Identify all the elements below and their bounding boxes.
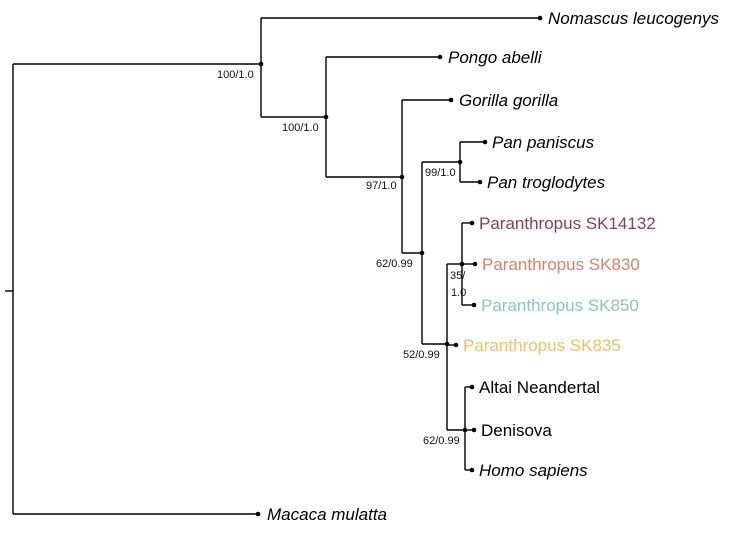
- taxon-label-sk830: Paranthropus SK830: [482, 255, 640, 274]
- tip-dot-pongo: [437, 54, 443, 60]
- support-african-apes: 97/1.0: [366, 180, 397, 192]
- node-dot-paranthropus-inner: [459, 261, 465, 267]
- taxon-label-nomascus: Nomascus leucogenys: [548, 9, 720, 28]
- support-paranthropus-line2: 1.0: [451, 287, 466, 299]
- taxon-label-altai: Altai Neandertal: [479, 378, 600, 397]
- tip-dot-sk850: [471, 302, 477, 308]
- node-dot-hominoidea: [258, 61, 264, 67]
- taxon-label-pongo: Pongo abelli: [448, 48, 543, 67]
- taxon-label-sk850: Paranthropus SK850: [481, 296, 639, 315]
- support-hominoidea: 100/1.0: [217, 69, 254, 81]
- tip-dot-pan-paniscus: [482, 139, 488, 145]
- tip-dot-denisova: [471, 427, 477, 433]
- taxon-label-sk14132: Paranthropus SK14132: [479, 214, 656, 233]
- node-dot-pan: [457, 159, 463, 165]
- tip-dot-homo-sapiens: [469, 467, 475, 473]
- taxon-label-pan-paniscus: Pan paniscus: [492, 133, 595, 152]
- taxon-label-macaca: Macaca mulatta: [267, 505, 387, 524]
- support-pan: 99/1.0: [425, 167, 456, 179]
- node-dot-great-apes: [323, 114, 329, 120]
- tip-dot-macaca: [255, 511, 261, 517]
- tip-dot-altai: [469, 384, 475, 390]
- tip-dot-gorilla: [448, 97, 454, 103]
- tip-dot-sk835: [453, 342, 459, 348]
- tip-dot-sk830: [472, 261, 478, 267]
- tip-dot-nomascus: [537, 15, 543, 21]
- node-dot-homo-group: [462, 427, 468, 433]
- support-paranthropus-homo: 52/0.99: [403, 349, 440, 361]
- support-paranthropus-line1: 35/: [450, 270, 466, 282]
- taxon-label-pan-troglodytes: Pan troglodytes: [487, 173, 606, 192]
- support-homo-group: 62/0.99: [423, 435, 460, 447]
- support-hominins: 62/0.99: [376, 258, 413, 270]
- node-dot-hominins: [419, 250, 425, 256]
- taxon-label-gorilla: Gorilla gorilla: [459, 91, 558, 110]
- tip-dot-pan-troglodytes: [477, 179, 483, 185]
- taxon-label-denisova: Denisova: [481, 421, 552, 440]
- support-great-apes: 100/1.0: [282, 122, 319, 134]
- taxon-label-homo-sapiens: Homo sapiens: [479, 461, 588, 480]
- taxon-label-sk835: Paranthropus SK835: [463, 336, 621, 355]
- node-dot-african-apes: [399, 174, 405, 180]
- tip-dot-sk14132: [469, 220, 475, 226]
- node-dot-paranthropus-homo: [444, 341, 450, 347]
